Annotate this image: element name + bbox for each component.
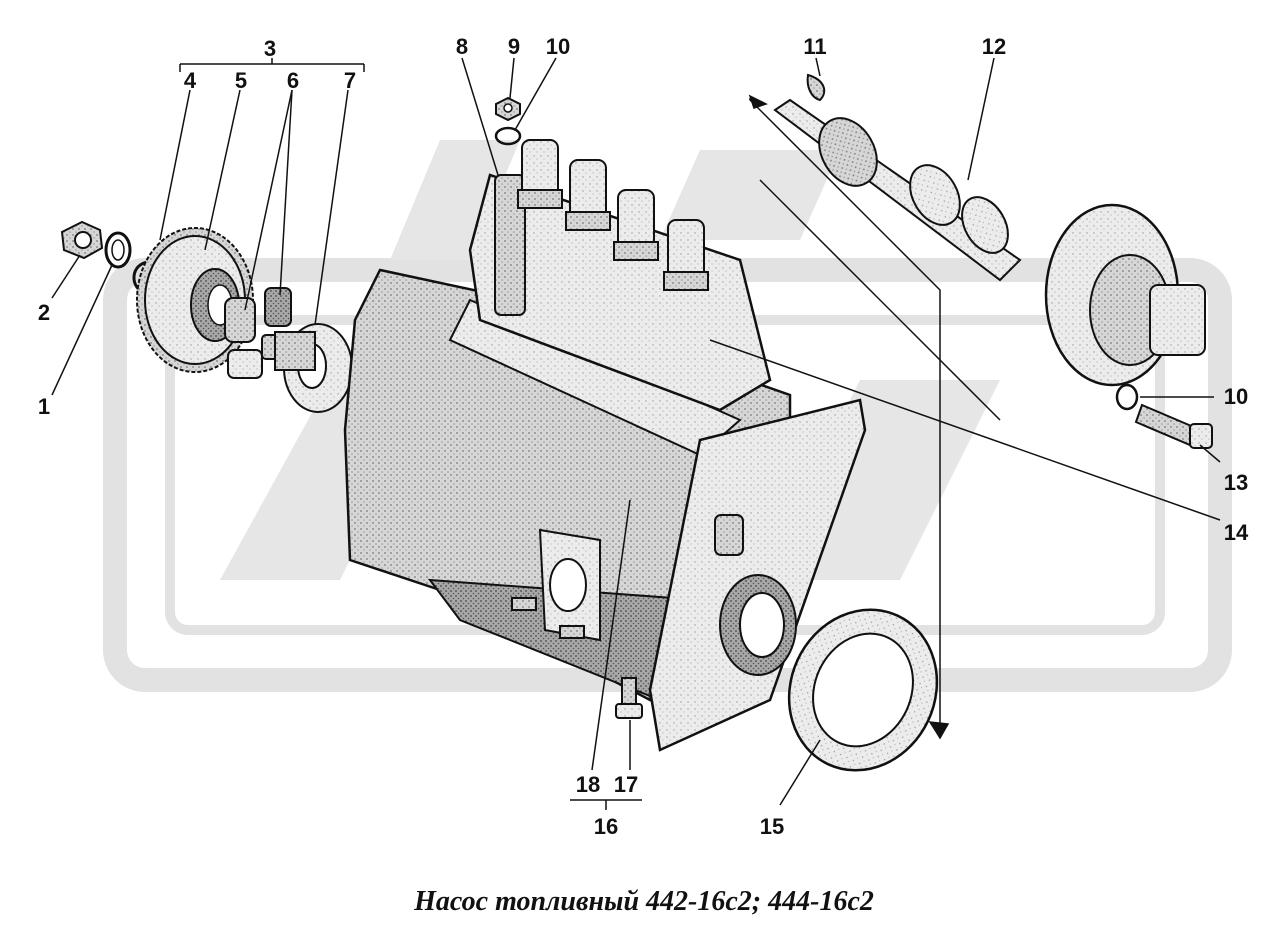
- callout-6: 6: [287, 68, 299, 93]
- part-9-nut: [495, 96, 521, 122]
- callout-12: 12: [982, 34, 1006, 59]
- part-10-washer-right: [1115, 383, 1139, 411]
- callout-10-right: 10: [1224, 384, 1248, 409]
- part-10-washer-top: [494, 126, 522, 146]
- callout-7: 7: [344, 68, 356, 93]
- callout-13: 13: [1224, 470, 1248, 495]
- callout-10-top: 10: [546, 34, 570, 59]
- callout-3: 3: [264, 36, 276, 61]
- callout-15: 15: [760, 814, 784, 839]
- callout-14: 14: [1224, 520, 1249, 545]
- callout-11: 11: [803, 34, 826, 59]
- part-13-bolt: [1134, 403, 1213, 449]
- callout-5: 5: [235, 68, 247, 93]
- callout-8: 8: [456, 34, 468, 59]
- part-12-camshaft: [773, 98, 1022, 282]
- assembly-lines: [748, 94, 1001, 740]
- mounting-flange: [648, 398, 867, 752]
- callout-16: 16: [594, 814, 618, 839]
- bearing-flange: [1044, 203, 1206, 387]
- part-17-bolt: [615, 677, 643, 719]
- callout-1: 1: [38, 394, 50, 419]
- side-cover: [538, 528, 601, 642]
- part-11-key: [806, 73, 826, 102]
- part-7-hub: [274, 323, 353, 413]
- callout-4: 4: [184, 68, 197, 93]
- leader-lines: [51, 57, 1221, 810]
- diagram-caption: Насос топливный 442-16с2; 444-16с2: [414, 886, 874, 917]
- injection-head: [468, 173, 772, 412]
- delivery-valves: [517, 139, 709, 291]
- part-2-nut: [60, 220, 104, 260]
- callout-18: 18: [576, 772, 600, 797]
- part-15-gasket: [787, 608, 939, 772]
- part-1-washer: [104, 231, 132, 269]
- callout-9: 9: [508, 34, 520, 59]
- callout-17: 17: [614, 772, 638, 797]
- callout-2: 2: [38, 300, 50, 325]
- studs: [511, 597, 585, 639]
- part-6-weights: [224, 287, 292, 379]
